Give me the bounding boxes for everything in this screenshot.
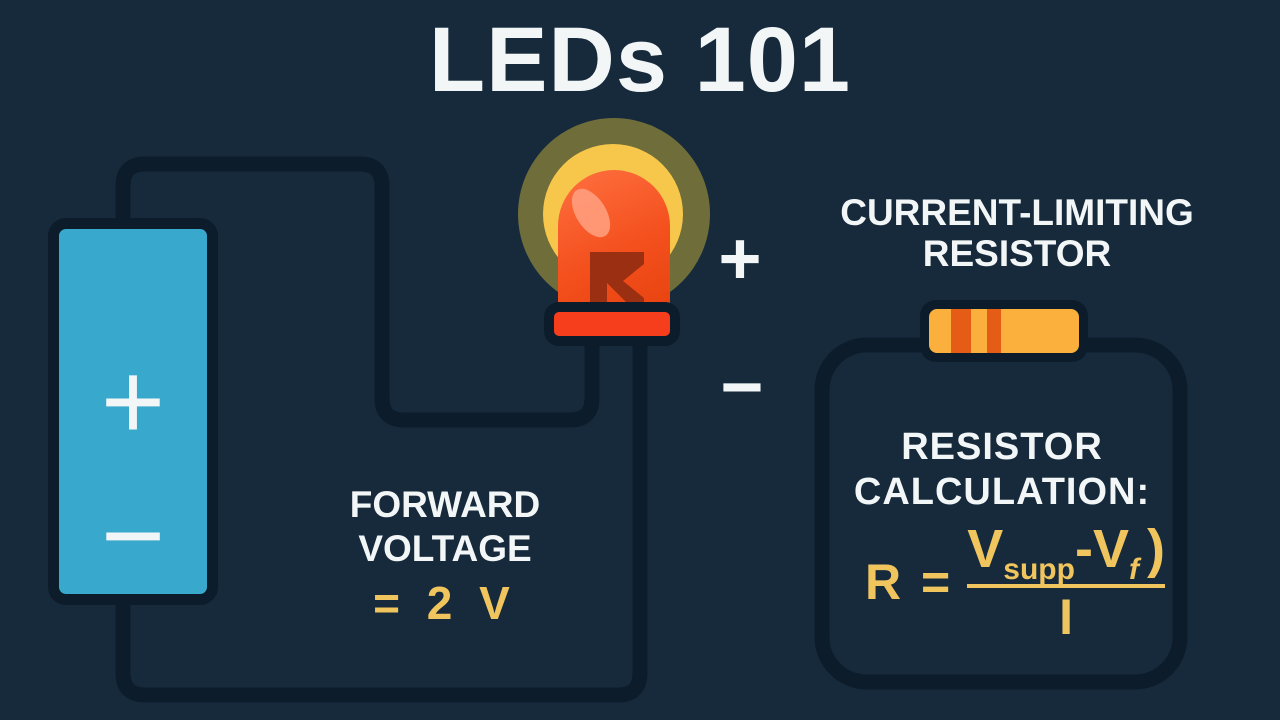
resistor-band-2: [987, 309, 1001, 353]
formula-numerator: Vsupp-Vf): [967, 519, 1165, 585]
resistor-band-1: [951, 309, 971, 353]
resistor-calculation-label: RESISTOR CALCULATION:: [808, 425, 1196, 515]
led-die: [590, 252, 644, 304]
battery-minus-symbol: −: [100, 474, 166, 597]
v-forward-subscript: f: [1128, 553, 1139, 586]
wire-battery-bottom-to-led-cathode: [115, 335, 648, 703]
formula-denominator: I: [1059, 589, 1074, 645]
fraction-bar: [967, 584, 1165, 588]
current-limiting-line2: RESISTOR: [922, 233, 1112, 275]
v-supply-subscript: supp: [1003, 553, 1075, 586]
resistor: [920, 300, 1088, 362]
current-limiting-resistor-label: CURRENT-LIMITING RESISTOR: [828, 192, 1206, 275]
forward-voltage-value: = 2 V: [373, 577, 517, 629]
formula-lhs: R =: [865, 554, 954, 610]
led-cathode-minus-symbol: −: [720, 345, 764, 428]
forward-voltage-line2: VOLTAGE: [358, 528, 532, 570]
led-flange: [544, 302, 680, 346]
led-anode-plus-symbol: +: [718, 217, 762, 300]
v-supply: V: [967, 519, 1004, 579]
current-limiting-line1: CURRENT-LIMITING: [840, 192, 1194, 233]
page-title: LEDs 101: [428, 9, 852, 111]
formula-fraction: Vsupp-Vf) I: [967, 522, 1165, 642]
resistor-calc-line1: RESISTOR: [901, 426, 1103, 468]
formula-paren: ): [1146, 519, 1165, 579]
formula-minus: -: [1074, 519, 1093, 579]
forward-voltage-line1: FORWARD: [349, 484, 541, 525]
battery-plus-symbol: +: [100, 340, 166, 463]
v-forward: V: [1092, 519, 1129, 579]
battery: + −: [48, 218, 218, 605]
resistor-formula: R = Vsupp-Vf) I: [840, 522, 1190, 642]
resistor-body: [929, 309, 1079, 353]
resistor-calc-line2: CALCULATION:: [853, 470, 1151, 513]
wire-battery-top-to-led-anode: [115, 156, 600, 428]
forward-voltage-label: FORWARD VOLTAGE: [298, 483, 592, 572]
